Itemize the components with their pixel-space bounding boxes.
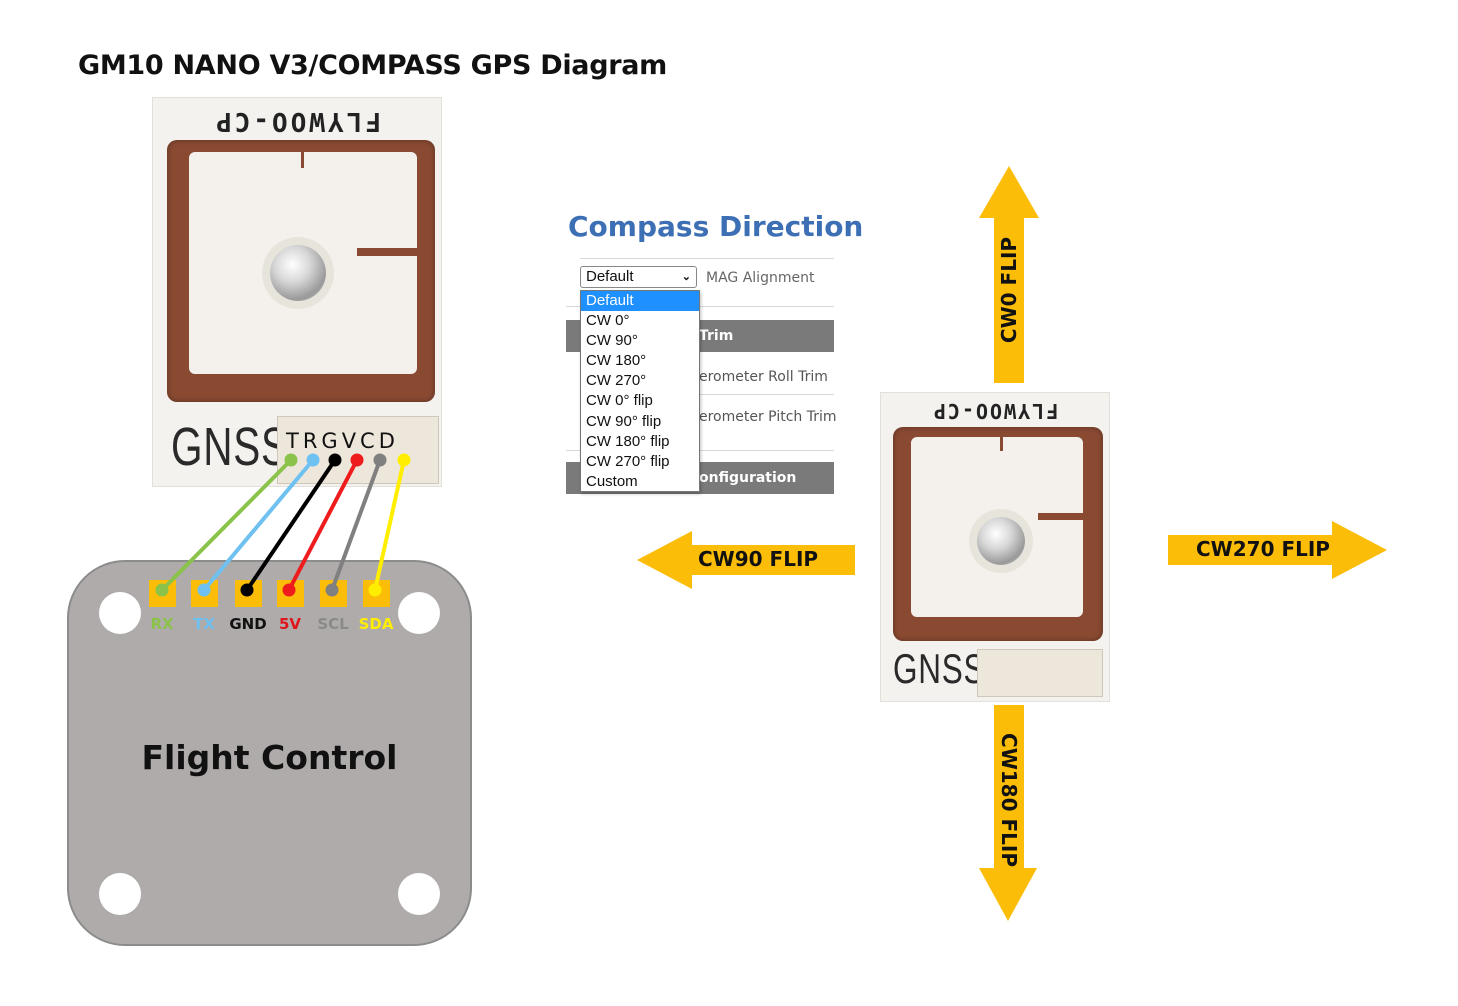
cw180-flip-label: CW180 FLIP xyxy=(997,733,1021,867)
mounting-hole xyxy=(398,873,440,915)
gps-pin-dot-sda xyxy=(397,453,411,467)
cw0-flip-label: CW0 FLIP xyxy=(997,236,1021,344)
pitch-trim-label: erometer Pitch Trim xyxy=(699,409,837,425)
gps-pin-dot-tx xyxy=(306,453,320,467)
option-cw0-flip[interactable]: CW 0° flip xyxy=(586,392,653,410)
option-cw90-flip[interactable]: CW 90° flip xyxy=(586,412,662,430)
arrow-up-cw0-flip xyxy=(979,166,1039,383)
option-custom[interactable]: Custom xyxy=(586,472,638,490)
arrow-down-cw180-flip xyxy=(979,705,1037,921)
option-cw180-flip[interactable]: CW 180° flip xyxy=(586,432,670,450)
mounting-hole xyxy=(398,592,440,634)
wire-tx xyxy=(202,458,315,592)
mag-alignment-dropdown: Default CW 0° CW 90° CW 180° CW 270° CW … xyxy=(580,290,700,492)
option-default[interactable]: Default xyxy=(581,291,699,312)
arrow-right-cw270-flip xyxy=(1168,521,1387,579)
fc-pin-dot-tx xyxy=(197,583,211,597)
pad-label-tx: TX xyxy=(193,615,215,633)
antenna-feed xyxy=(270,245,326,301)
cw90-flip-label: CW90 FLIP xyxy=(698,547,819,571)
pad-label-scl: SCL xyxy=(317,615,349,633)
fc-pin-dot-sda xyxy=(368,583,382,597)
brand-label: FLYWOO-CP xyxy=(931,399,1059,423)
fc-pin-dot-5v xyxy=(282,583,296,597)
roll-trim-label: erometer Roll Trim xyxy=(699,369,828,385)
wire-scl xyxy=(330,459,382,591)
pad-label-gnd: GND xyxy=(229,615,267,633)
gps-module-orientation: FLYWOO-CP GNSS xyxy=(880,392,1110,702)
wire-sda xyxy=(373,459,406,591)
diagram-title: GM10 NANO V3/COMPASS GPS Diagram xyxy=(78,50,667,81)
configuration-header-text: onfiguration xyxy=(699,470,797,486)
option-cw0[interactable]: CW 0° xyxy=(586,312,630,330)
connector xyxy=(977,649,1103,697)
wire-5v xyxy=(287,459,359,591)
pad-label-sda: SDA xyxy=(358,615,394,633)
option-cw270-flip[interactable]: CW 270° flip xyxy=(586,452,670,470)
trim-header-text: Trim xyxy=(699,328,734,344)
mag-alignment-select[interactable]: Default ⌄ xyxy=(580,266,697,288)
pad-label-5v: 5V xyxy=(278,615,302,633)
pad-label-rx: RX xyxy=(150,615,174,633)
fc-pin-dot-scl xyxy=(325,583,339,597)
wire-gnd xyxy=(245,458,337,592)
gps-pin-dot-scl xyxy=(373,453,387,467)
select-value: Default xyxy=(586,268,634,285)
fc-pin-dot-rx xyxy=(155,583,169,597)
antenna-patch xyxy=(893,427,1103,641)
pin-letters: TRGVCD xyxy=(286,429,399,453)
gps-pin-dot-gnd xyxy=(328,453,342,467)
gps-pin-dot-5v xyxy=(350,453,364,467)
gps-pin-dot-rx xyxy=(284,453,298,467)
compass-direction-title: Compass Direction xyxy=(568,210,864,243)
chevron-down-icon: ⌄ xyxy=(681,271,691,283)
fc-pin-dot-gnd xyxy=(240,583,254,597)
option-cw90[interactable]: CW 90° xyxy=(586,332,638,350)
option-cw180[interactable]: CW 180° xyxy=(586,352,647,370)
option-cw270[interactable]: CW 270° xyxy=(586,372,647,390)
antenna-feed xyxy=(977,517,1025,565)
flight-controller-board: RX TX GND 5V SCL SDA Flight Control xyxy=(67,560,472,946)
mounting-hole xyxy=(99,592,141,634)
gps-module-wiring: FLYWOO-CP GNSS TRGVCD xyxy=(152,97,442,487)
mounting-hole xyxy=(99,873,141,915)
gnss-label: GNSS xyxy=(893,645,986,692)
antenna-patch xyxy=(167,140,435,402)
mag-alignment-label: MAG Alignment xyxy=(706,270,815,286)
arrow-left-cw90-flip xyxy=(637,531,855,589)
gnss-label: GNSS xyxy=(171,417,289,477)
flight-control-label: Flight Control xyxy=(141,738,398,777)
cw270-flip-label: CW270 FLIP xyxy=(1196,537,1330,561)
wire-rx xyxy=(160,458,293,592)
